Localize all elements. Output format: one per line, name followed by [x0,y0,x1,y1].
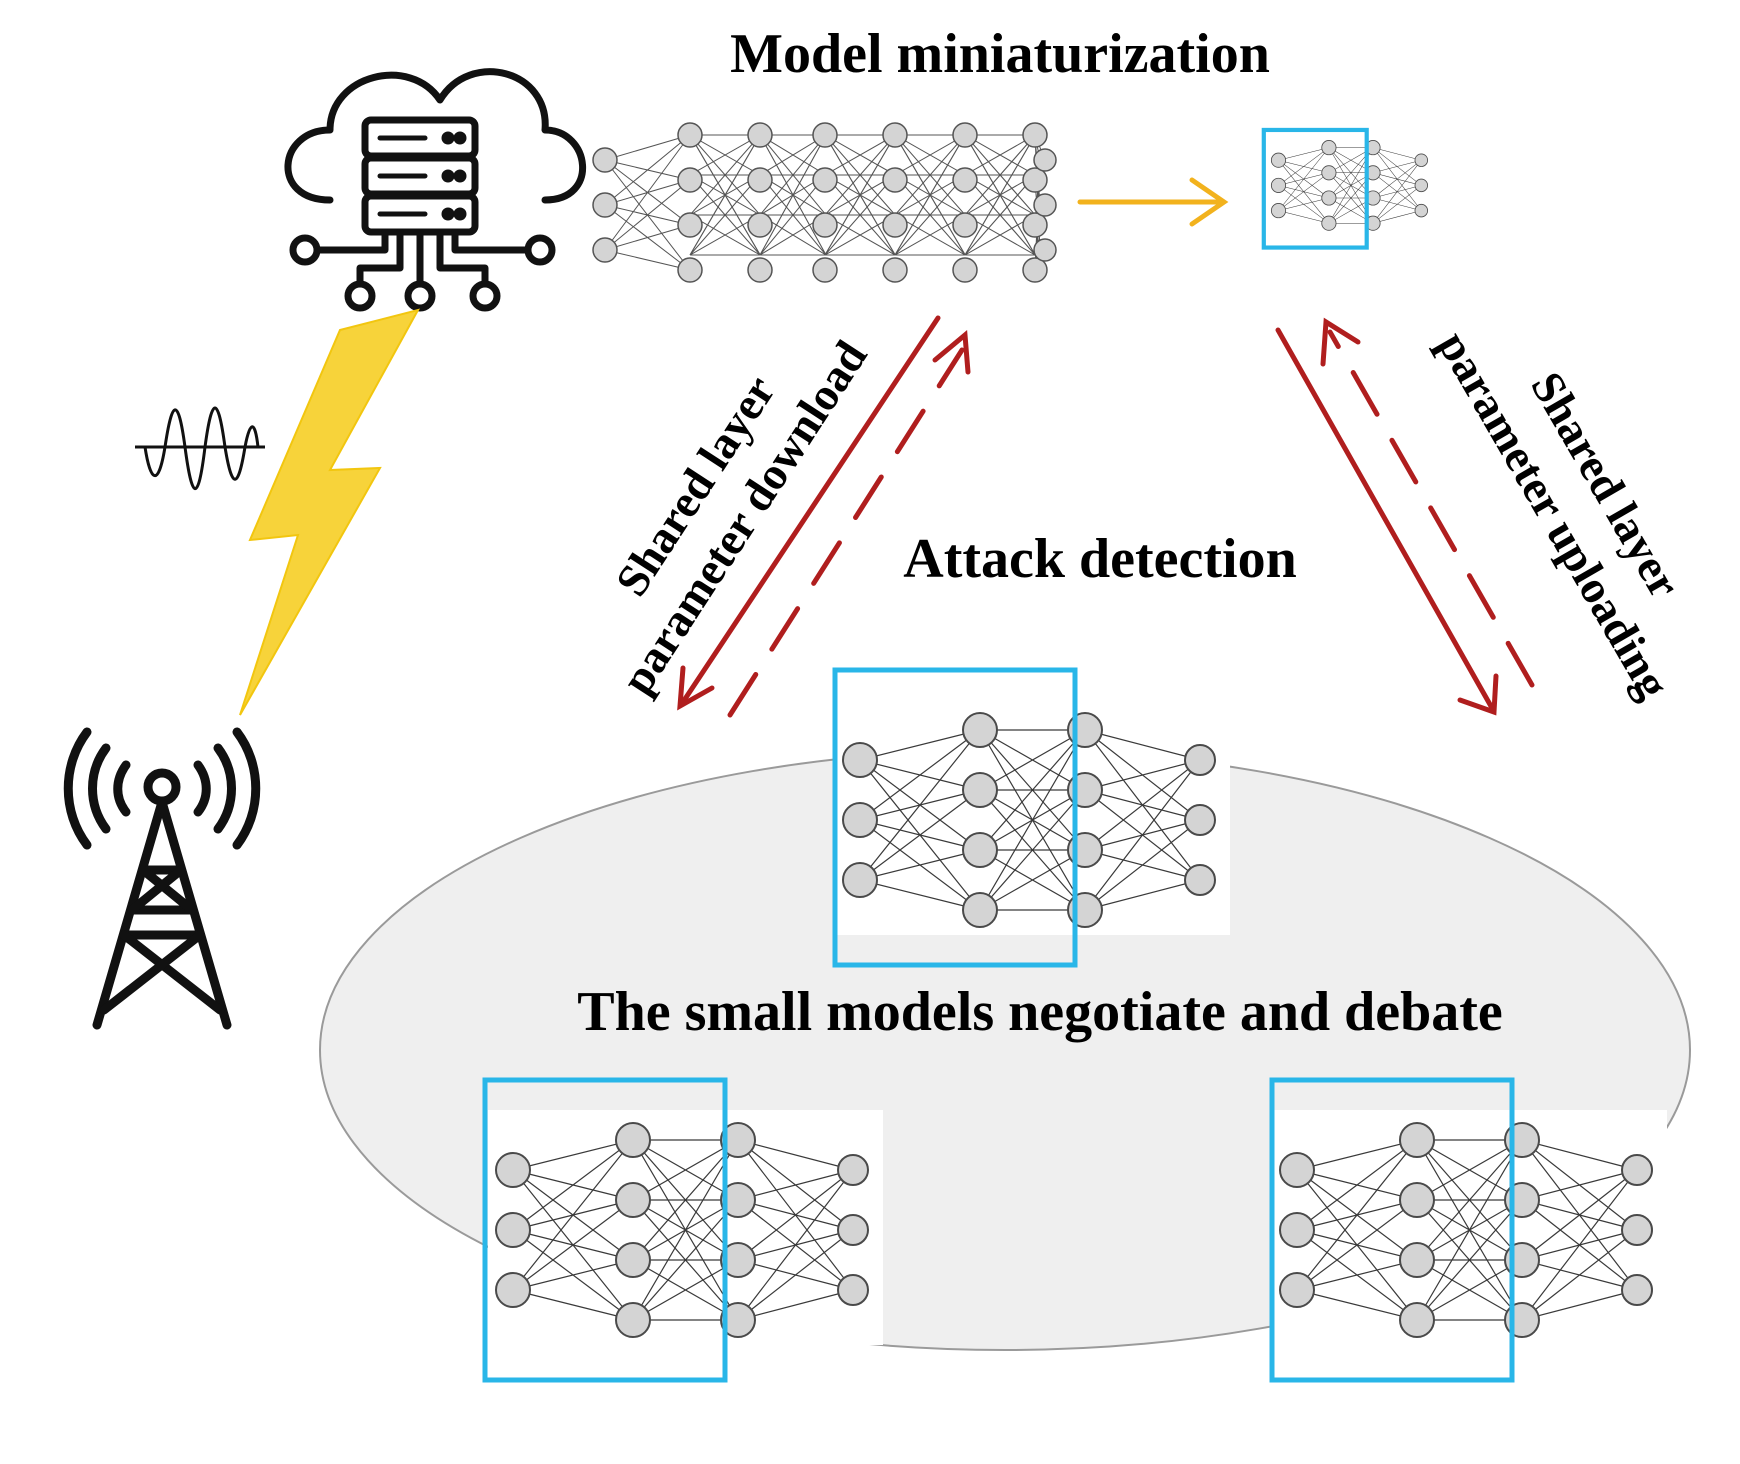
small-model-top [832,667,1231,968]
cloud-server-icon [284,68,586,312]
miniature-model-network [1261,127,1435,250]
negotiate-debate-label: The small models negotiate and debate [577,981,1503,1043]
large-model-network [592,122,1057,283]
upload-arrows [1275,317,1535,716]
signal-wave-icon [135,406,265,490]
antenna-tower-icon [63,727,261,1030]
attack-detection-label: Attack detection [903,528,1296,590]
small-model-bottom-right [1269,1077,1668,1383]
upload-caption: Shared layer parameter uploading [1428,323,1690,707]
lightning-bolt-icon [239,308,420,716]
miniaturization-arrow [1077,177,1229,227]
small-model-bottom-left [482,1077,884,1383]
model-miniaturization-label: Model miniaturization [730,23,1270,85]
download-arrows [677,315,971,718]
